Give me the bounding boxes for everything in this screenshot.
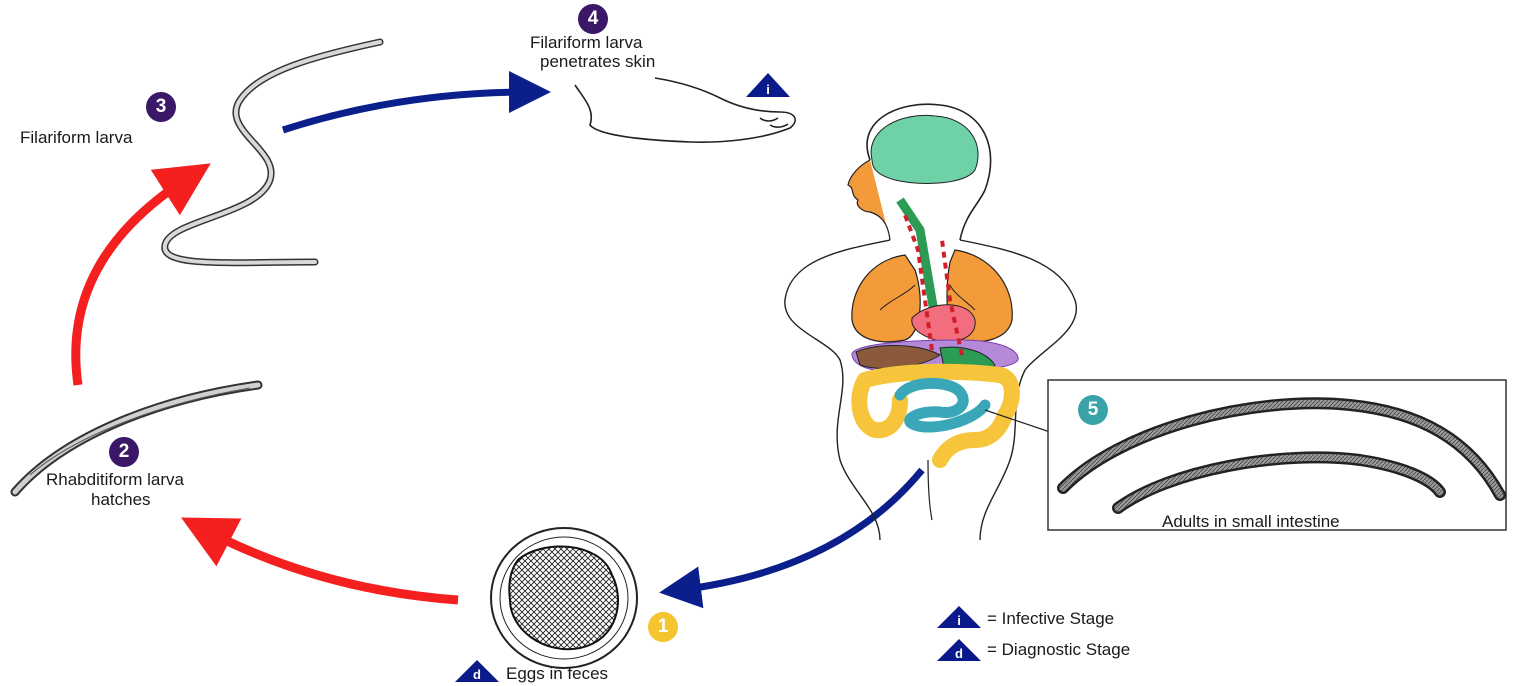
marker-letter: d	[473, 667, 481, 682]
legend-marker-letter: d	[955, 646, 963, 661]
stage-5-label: Adults in small intestine	[1162, 512, 1340, 532]
stage-2-label-line2: hatches	[91, 490, 151, 510]
stage-4-label-line1: Filariform larva	[530, 33, 642, 53]
marker-letter: i	[766, 82, 770, 97]
arrow-filariform-to-skin	[283, 92, 530, 130]
egg-icon	[491, 528, 637, 668]
legend-infective-text: = Infective Stage	[987, 609, 1114, 629]
adult-worm-panel	[1048, 380, 1506, 530]
stage-number-3: 3	[146, 92, 176, 122]
stage-number-1: 1	[648, 612, 678, 642]
arrow-egg-to-rhabditiform	[205, 530, 458, 600]
legend-diagnostic-marker: d	[937, 639, 981, 661]
filariform-larva-icon	[165, 42, 380, 263]
infective-stage-marker-foot: i	[746, 73, 790, 97]
arrow-rhabditiform-to-filariform	[76, 178, 188, 385]
stage-number-2: 2	[109, 437, 139, 467]
stage-number-5: 5	[1078, 395, 1108, 425]
legend-infective-marker: i	[937, 606, 981, 628]
stage-1-label: Eggs in feces	[506, 664, 608, 684]
arrow-body-to-eggs	[680, 470, 922, 590]
legend-marker-letter: i	[957, 613, 961, 628]
stage-2-label-line1: Rhabditiform larva	[46, 470, 184, 490]
legend-diagnostic-text: = Diagnostic Stage	[987, 640, 1130, 660]
diagnostic-stage-marker-egg: d	[455, 660, 499, 682]
stage-4-label-line2: penetrates skin	[540, 52, 655, 72]
human-body-icon	[785, 104, 1077, 540]
stage-3-label: Filariform larva	[20, 128, 132, 148]
stage-number-4: 4	[578, 4, 608, 34]
